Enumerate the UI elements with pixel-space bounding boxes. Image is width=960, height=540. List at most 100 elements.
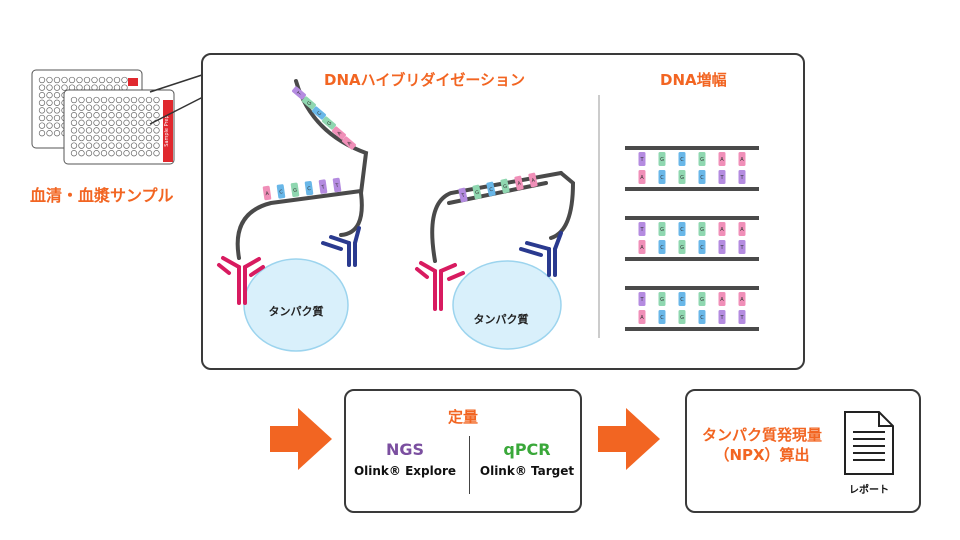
dna-base: A [514,175,524,191]
protein-label-1: タンパク質 [269,304,324,318]
svg-text:A: A [640,315,644,321]
oligo-strand-1 [235,189,363,260]
dna-base: G [658,292,666,306]
plate-well [38,107,46,114]
plate-well [138,112,145,119]
plate-well [70,150,78,157]
svg-text:C: C [680,297,684,303]
plate-well [93,127,100,134]
dna-base: T [638,152,646,166]
plate-well [130,134,138,142]
plate-well [78,150,85,157]
plate-well [46,107,53,114]
plate-well [145,127,153,134]
svg-text:T: T [334,183,340,190]
quantification-box [344,389,582,513]
dna-base: T [738,240,746,254]
plate-well [100,104,108,111]
plate-well [115,104,123,111]
hybridization-title: DNAハイブリダイゼーション [324,71,526,89]
svg-text:C: C [700,245,704,251]
dna-base: T [318,179,328,194]
dna-base: G [698,152,706,166]
dna-base: A [342,136,356,150]
plate-well [38,92,46,99]
dna-base: G [500,178,510,194]
plate-well [130,119,138,126]
plate-well [138,150,145,157]
plate-well [38,130,46,137]
plate-well [138,104,145,111]
plate-well [100,142,108,149]
plate-well [68,76,76,84]
svg-text:A: A [517,181,522,188]
report-document-icon [844,411,894,475]
plate-well [100,127,108,134]
plate-well [108,104,115,111]
plate-well [115,96,123,104]
plate-well [85,134,93,142]
svg-text:A: A [531,178,536,185]
svg-text:C: C [680,157,684,163]
plate-well [145,96,153,104]
dna-base: G [322,116,336,130]
dna-base: G [658,222,666,236]
dna-base: A [718,152,726,166]
plate-well [46,130,53,137]
plate-well [61,84,68,91]
plate-well [78,142,85,149]
plate-well [85,112,93,119]
dna-base: T [718,310,726,324]
plate-well [123,112,130,119]
plate-well [138,142,145,149]
dna-base: G [678,240,686,254]
svg-text:T: T [639,157,644,163]
plate-well [85,150,93,157]
svg-text:C: C [660,315,664,321]
svg-text:T: T [296,90,304,98]
plate-well [70,104,78,111]
dna-base: C [658,240,666,254]
pink-antibody-1 [217,256,265,305]
dna-base: A [528,172,538,188]
plate-well [70,127,78,134]
svg-text:C: C [489,187,494,194]
arrow-right-icon [598,408,660,470]
plate-well [93,96,100,104]
plate-well [98,76,106,84]
dna-base: T [738,310,746,324]
plate-well [106,76,113,84]
plate-well [138,134,145,142]
plate-well [78,112,85,119]
plate-well [145,150,153,157]
dna-base: T [738,170,746,184]
plate-well [108,150,115,157]
plate-well [85,96,93,104]
plate-well [153,142,160,149]
dna-base: T [292,86,306,100]
plate-well [46,99,53,106]
plate-well [53,130,61,137]
svg-text:G: G [660,227,664,233]
plate-well [70,96,78,104]
dna-base: C [276,184,286,199]
svg-text:C: C [316,110,323,117]
plate-well [108,127,115,134]
plate-well [130,127,138,134]
svg-text:T: T [739,315,744,321]
plate-well [38,114,46,122]
plate-well [53,99,61,106]
plate-well [138,96,145,104]
protein-blob-1 [243,258,349,352]
dna-base: A [332,126,346,140]
svg-text:A: A [740,157,744,163]
dna-base: G [302,96,316,110]
plate-well [38,84,46,91]
plate-well [93,142,100,149]
plate-well [138,119,145,126]
svg-text:G: G [475,190,480,197]
dna-base: G [658,152,666,166]
plate-well [115,119,123,126]
svg-text:G: G [503,184,508,191]
